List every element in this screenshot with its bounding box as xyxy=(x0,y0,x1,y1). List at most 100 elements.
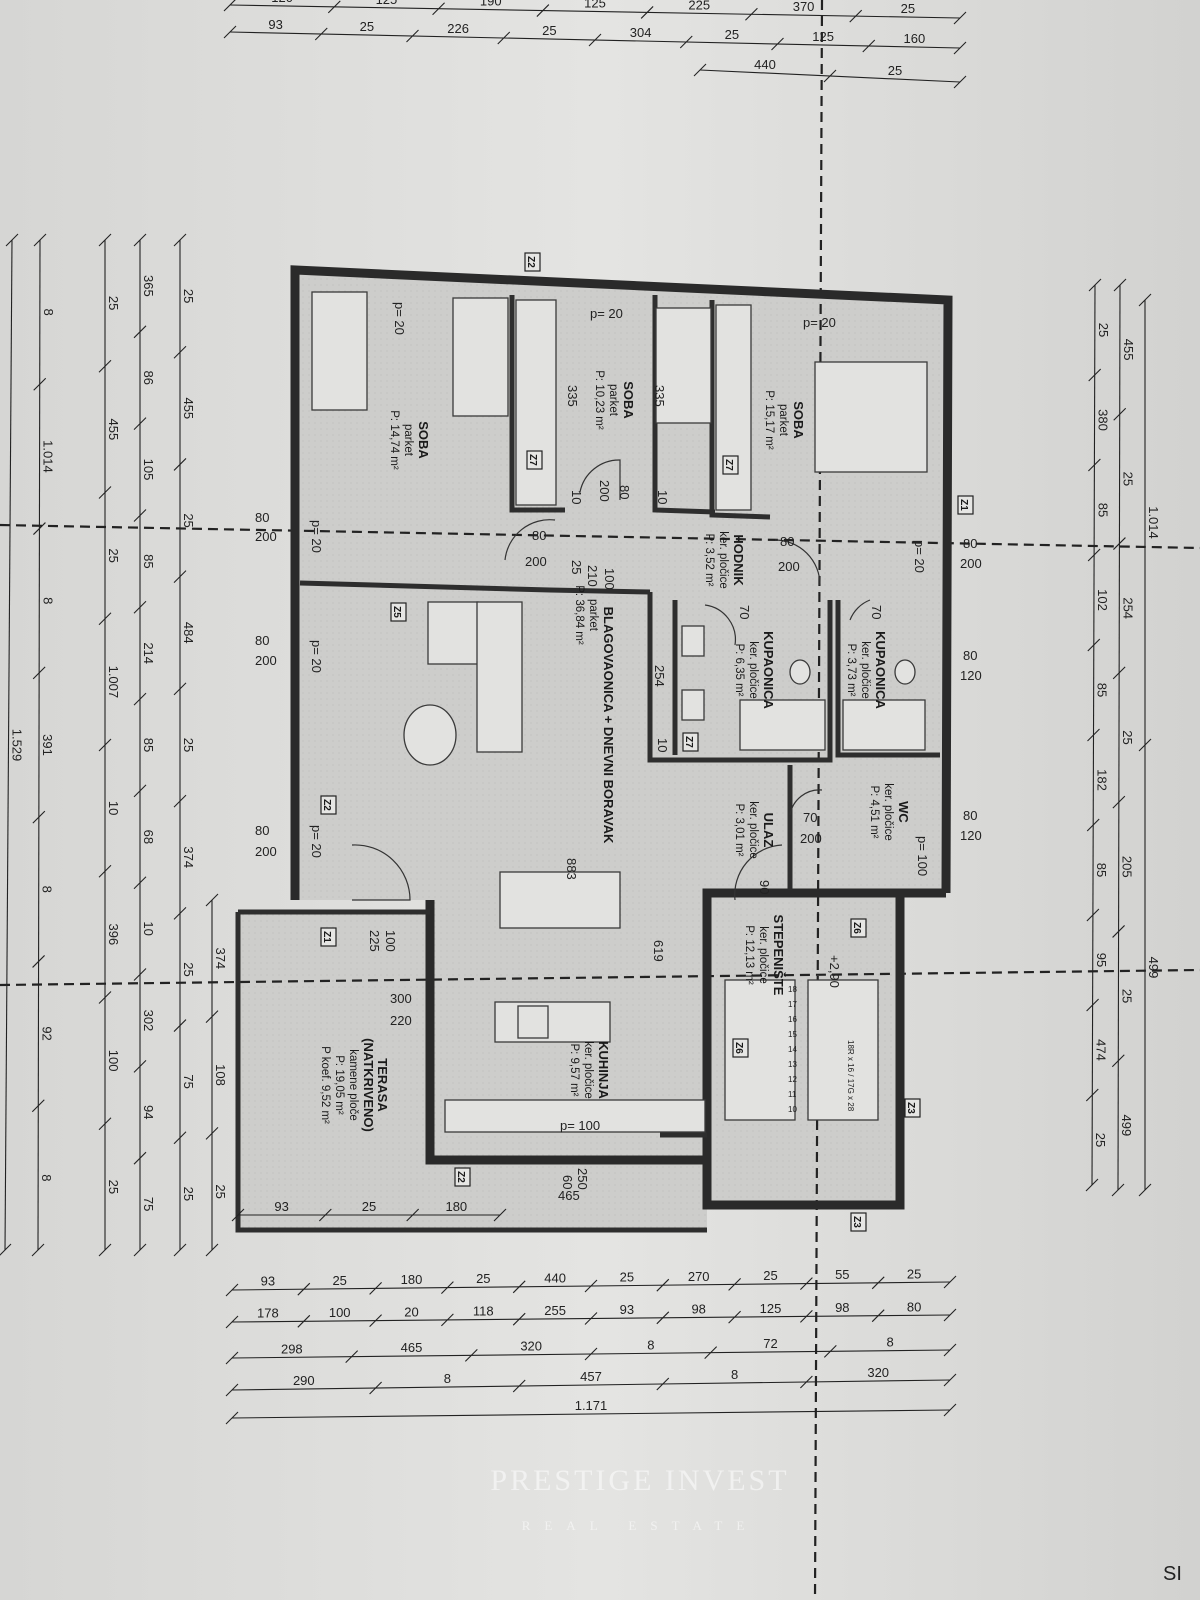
dimension-label: 98 xyxy=(691,1301,705,1316)
bathtub xyxy=(842,699,926,751)
dimension-label: 25 xyxy=(1093,1133,1108,1147)
dimension-tick xyxy=(98,359,112,373)
dim-label: 619 xyxy=(651,940,666,962)
dimension-tick xyxy=(133,600,147,614)
sofa xyxy=(476,601,523,753)
room-area-coef: P koef. 9,52 m² xyxy=(319,1046,331,1124)
dimension-label: 25 xyxy=(213,1184,228,1198)
dimension-tick xyxy=(406,29,419,43)
dimension-tick xyxy=(173,794,187,808)
dimension-tick xyxy=(1085,1088,1099,1102)
room-kupaonica-2: KUPAONICA ker. pločice P: 3,73 m² xyxy=(845,631,888,709)
bed xyxy=(311,291,368,411)
wall-tag: Z7 xyxy=(526,450,543,470)
dimension-tick xyxy=(133,417,147,431)
dim-label: 70 xyxy=(869,605,884,619)
wall-tag: Z3 xyxy=(850,1212,867,1232)
wall-tag-label: Z5 xyxy=(391,606,402,618)
dim-label: 200 xyxy=(778,559,800,574)
room-kupaonica-1: KUPAONICA ker. pločice P: 6,35 m² xyxy=(733,631,776,709)
dimension-tick xyxy=(1112,925,1125,938)
wall-tag-box xyxy=(904,1098,921,1118)
dimension-tick xyxy=(133,1059,147,1073)
wall-tag-label: Z3 xyxy=(851,1216,862,1228)
dimension-label: 1.014 xyxy=(41,440,56,473)
dimension-chains: 1201251901252253702593252262530425125160… xyxy=(0,0,1161,1425)
room-soba-1: SOBA parket P: 14,74 m² xyxy=(388,410,431,470)
dimension-label: 75 xyxy=(141,1197,156,1211)
room-name: WC xyxy=(896,801,911,823)
room-terasa: TERASA (NATKRIVENO) kamene ploče P: 19,0… xyxy=(319,1038,390,1132)
dimension-label: 8 xyxy=(731,1367,738,1382)
dimension-label: 25 xyxy=(181,1187,196,1201)
wall-tag: Z2 xyxy=(454,1167,471,1187)
wall-tag-box xyxy=(722,455,739,475)
dimension-label: 298 xyxy=(281,1341,303,1356)
dim-label: 465 xyxy=(558,1188,580,1203)
wall-tag-label: Z7 xyxy=(527,454,538,466)
dimension-label: 455 xyxy=(181,397,196,419)
furniture xyxy=(311,291,928,1133)
dimension-label: 304 xyxy=(630,25,652,40)
dimension-tick xyxy=(432,2,445,16)
wardrobe xyxy=(515,299,557,506)
dim-label: 10 xyxy=(569,490,584,504)
dimension-label: 125 xyxy=(376,0,398,7)
room-name: HODNIK xyxy=(731,534,746,586)
dimension-label: 25 xyxy=(1120,730,1135,744)
dimension-tick xyxy=(173,682,187,696)
dimension-label: 93 xyxy=(274,1199,288,1214)
dimension-label: 120 xyxy=(271,0,293,5)
dimension-tick xyxy=(225,1411,239,1425)
dimension-label: 499 xyxy=(1119,1115,1134,1137)
dimension-label: 25 xyxy=(106,296,121,310)
dimension-label: 25 xyxy=(106,548,121,562)
dimension-tick xyxy=(345,1350,359,1364)
room-floor: ker. pločice xyxy=(882,783,894,841)
dimension-label: 25 xyxy=(476,1271,490,1286)
room-name: BLAGOVAONICA + DNEVNI BORAVAK xyxy=(601,607,616,844)
wall-tag-label: Z2 xyxy=(455,1171,466,1183)
dimension-tick xyxy=(493,1208,507,1222)
dimension-tick xyxy=(133,784,147,798)
dimension-label: 98 xyxy=(835,1300,849,1315)
dimension-label: 465 xyxy=(401,1340,423,1355)
dimension-tick xyxy=(1112,795,1126,809)
dimension-tick xyxy=(800,1277,813,1290)
room-floor: parket xyxy=(777,404,789,437)
room-floor: ker. pločice xyxy=(747,641,759,699)
dimension-tick xyxy=(464,1348,478,1362)
dimension-tick xyxy=(1111,1054,1125,1068)
dining-table xyxy=(499,871,621,929)
room-name-2: (NATKRIVENO) xyxy=(361,1038,376,1132)
dim-label: 100 xyxy=(383,930,398,952)
stair-step-number: 14 xyxy=(788,1045,797,1054)
dimension-tick xyxy=(1087,638,1101,652)
dimension-label: 457 xyxy=(580,1369,602,1384)
dimension-label: 86 xyxy=(141,370,156,384)
room-labels: SOBA parket P: 14,74 m² SOBA parket P: 1… xyxy=(319,370,911,1132)
dimension-label: 100 xyxy=(329,1305,351,1320)
dimension-tick xyxy=(871,1276,885,1290)
sink xyxy=(681,689,705,721)
dimension-label: 25 xyxy=(1096,323,1111,337)
dimension-label: 80 xyxy=(907,1299,921,1314)
dimension-label: 302 xyxy=(141,1010,156,1032)
dim-label: 250 xyxy=(575,1168,590,1190)
room-name: SOBA xyxy=(791,401,806,439)
dimension-tick xyxy=(1138,738,1152,752)
stair-step-number: 13 xyxy=(788,1060,797,1069)
room-area: P: 3,01 m² xyxy=(733,803,745,856)
dim-label: 80 xyxy=(963,536,977,551)
room-area: P: 3,52 m² xyxy=(703,533,715,586)
sill-label: p= 20 xyxy=(803,315,836,330)
stair-step-number: 16 xyxy=(788,1015,797,1024)
dim-label: 25 xyxy=(569,560,584,574)
dimension-tick xyxy=(225,1315,239,1329)
wall-tag-box xyxy=(957,495,974,515)
